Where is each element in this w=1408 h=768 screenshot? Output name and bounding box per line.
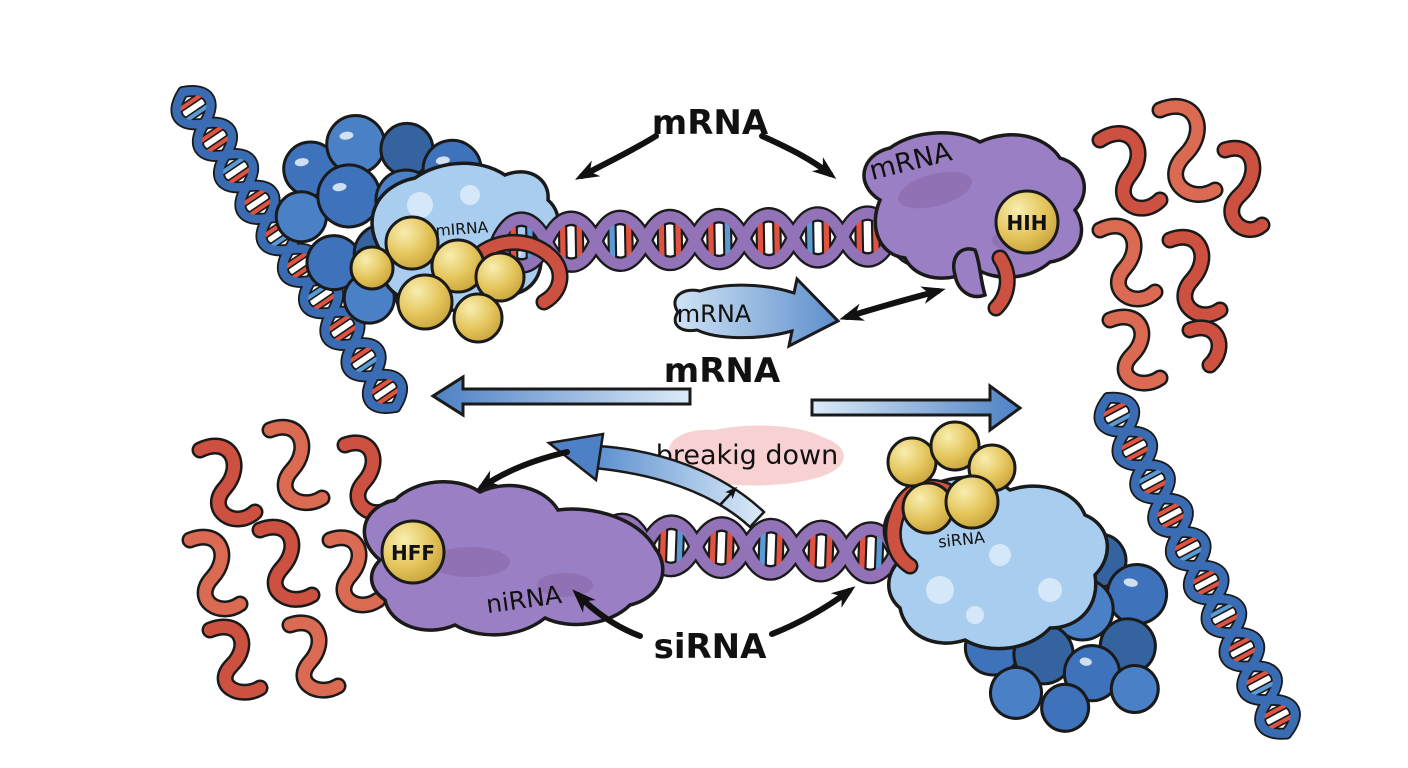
exchange-arrow-mid — [839, 286, 946, 321]
top-left-blob-label: mIRNA — [435, 218, 489, 240]
red-ribbon-protein-top-right — [1091, 97, 1271, 392]
top-title: mRNA — [652, 103, 769, 143]
mid-title: mRNA — [664, 351, 781, 391]
bottom-right-blob-label: siRNA — [937, 528, 986, 552]
yellow-spheres-bottom-right — [886, 420, 1017, 535]
yellow-spheres-top-left — [349, 215, 526, 344]
arrow-right — [810, 383, 1023, 433]
red-strand-top-left — [463, 234, 569, 311]
sirna-release-arrows-bottom — [572, 586, 856, 639]
purple-blob-top-right — [862, 131, 1086, 317]
hih-sphere — [994, 189, 1060, 255]
arrow-left — [430, 374, 692, 418]
breaking-down-callout — [668, 425, 844, 486]
mrna-release-arrows-top — [574, 133, 837, 180]
hff-sphere — [380, 519, 446, 585]
red-ribbon-protein-bottom-left — [181, 418, 399, 701]
flow-arrow-label: mRNA — [677, 300, 752, 328]
mrna-flow-arrow — [673, 275, 841, 349]
degradation-curve-arrow — [475, 432, 766, 529]
hff-badge-label: HFF — [391, 541, 435, 565]
direction-arrows — [430, 374, 1023, 433]
bottom-title: siRNA — [654, 627, 768, 667]
hih-badge-label: HIH — [1007, 211, 1048, 235]
